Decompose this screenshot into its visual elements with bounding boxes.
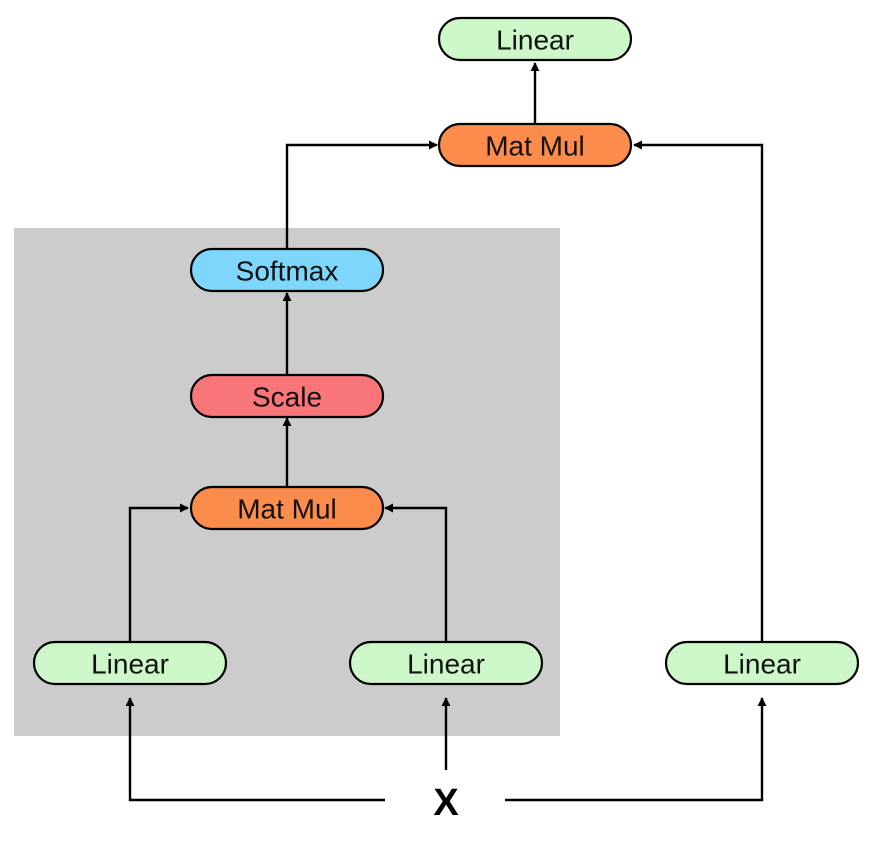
edge-softmax-to-matmul-top [285,140,438,249]
node-linear-mid-label: Linear [407,649,485,680]
node-scale-label: Scale [252,382,322,413]
edge-linear-mid-to-matmul-inner [384,503,448,642]
node-scale: Scale [189,373,385,419]
node-linear-right-shape [664,640,860,686]
node-linear-right-label: Linear [723,649,801,680]
node-softmax: Softmax [189,247,385,293]
edge-linear-right-to-matmul-top [633,140,764,642]
node-softmax-shape [189,247,385,293]
node-linear-mid-shape [348,640,544,686]
edge-x-to-linear-right [505,697,767,802]
node-linear-out-label: Linear [496,25,574,56]
node-matmul-inner-label: Mat Mul [237,494,337,525]
node-linear-out-shape [437,16,633,62]
node-linear-out: Linear [437,16,633,62]
edge-x-to-linear-left [125,697,385,802]
node-matmul-inner: Mat Mul [189,485,385,531]
edges [125,62,767,802]
edge-linear-left-to-matmul-inner [128,503,189,642]
node-linear-right: Linear [664,640,860,686]
node-softmax-label: Softmax [236,256,339,287]
node-scale-shape [189,373,385,419]
node-linear-left-shape [32,640,228,686]
node-matmul-top-label: Mat Mul [485,131,585,162]
node-linear-left: Linear [32,640,228,686]
node-matmul-top: Mat Mul [437,122,633,168]
node-matmul-inner-shape [189,485,385,531]
input-x-label: X [433,782,459,824]
node-matmul-top-shape [437,122,633,168]
node-linear-left-label: Linear [91,649,169,680]
node-linear-mid: Linear [348,640,544,686]
